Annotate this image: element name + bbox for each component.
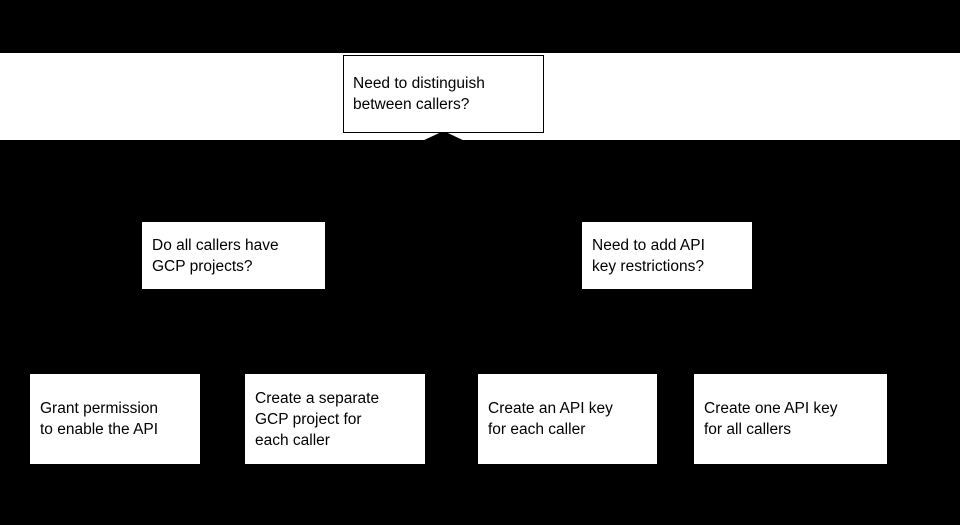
node-create-an-api-key-for-each-caller-label: Create an API key for each caller xyxy=(488,400,613,438)
node-need-to-distinguish-between-callers[interactable]: Need to distinguish between callers? xyxy=(343,55,544,133)
node-grant-permission-to-enable-the-api[interactable]: Grant permission to enable the API xyxy=(30,374,200,464)
node-need-to-distinguish-between-callers-label: Need to distinguish between callers? xyxy=(353,75,485,113)
node-do-all-callers-have-gcp-projects-label: Do all callers have GCP projects? xyxy=(152,236,279,275)
node-create-a-separate-gcp-project-for-each-caller[interactable]: Create a separate GCP project for each c… xyxy=(245,374,425,464)
node-grant-permission-to-enable-the-api-label: Grant permission to enable the API xyxy=(40,400,159,438)
node-create-one-api-key-for-all-callers-label: Create one API key for all callers xyxy=(704,400,838,438)
node-need-to-add-api-key-restrictions[interactable]: Need to add API key restrictions? xyxy=(582,222,752,289)
node-do-all-callers-have-gcp-projects[interactable]: Do all callers have GCP projects? xyxy=(142,222,325,289)
node-create-one-api-key-for-all-callers[interactable]: Create one API key for all callers xyxy=(694,374,887,464)
node-need-to-add-api-key-restrictions-label: Need to add API key restrictions? xyxy=(592,236,705,275)
node-create-a-separate-gcp-project-for-each-caller-label: Create a separate GCP project for each c… xyxy=(255,389,380,449)
node-create-an-api-key-for-each-caller[interactable]: Create an API key for each caller xyxy=(478,374,657,464)
